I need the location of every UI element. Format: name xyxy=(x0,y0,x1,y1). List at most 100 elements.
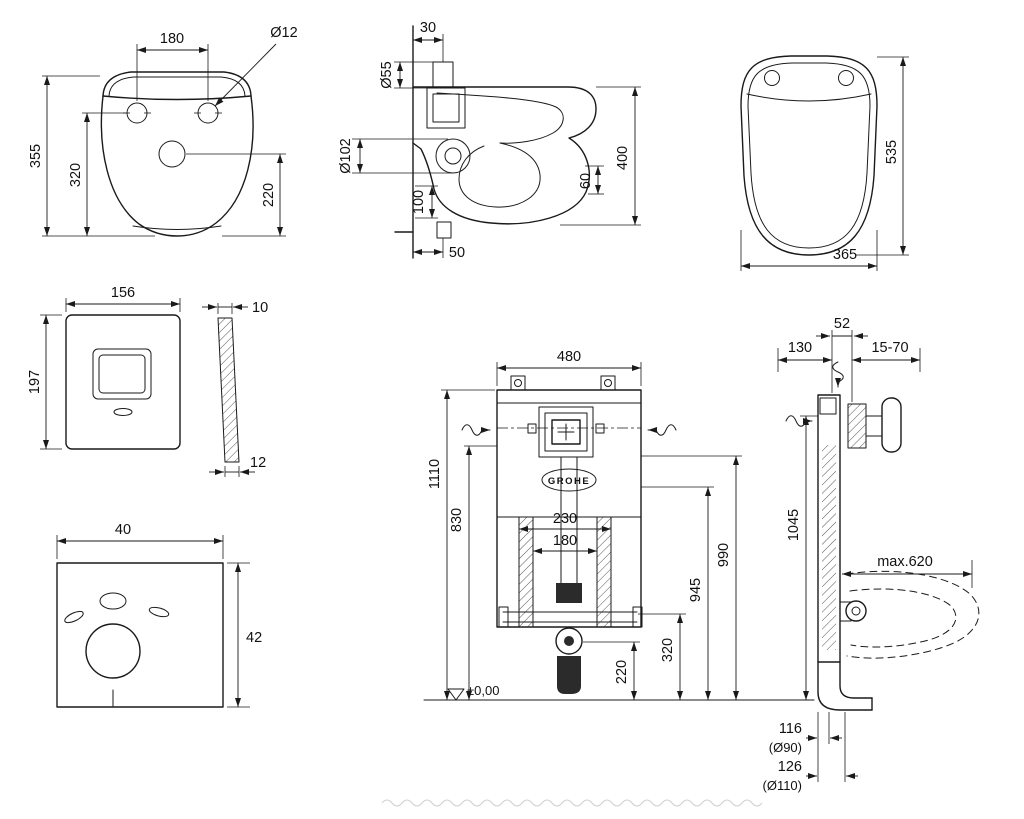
dim-frame-height-1110: 1110 xyxy=(427,389,495,700)
seat-top-view: 535 365 xyxy=(740,55,909,271)
dim-mat-width-40: 40 xyxy=(56,522,224,559)
dim-height-400: 400 xyxy=(560,86,641,226)
dim-label-10: 10 xyxy=(252,300,268,316)
dim-height-1045: 1045 xyxy=(786,415,818,700)
dim-frame-width-480: 480 xyxy=(496,349,642,386)
frame-rail-right xyxy=(596,516,612,628)
drain-trap xyxy=(435,138,471,174)
dim-label-o90: (Ø90) xyxy=(769,740,802,755)
flush-pipe xyxy=(432,61,454,89)
dim-label-o102: Ø102 xyxy=(338,138,354,173)
brand-logo-text: GROHE xyxy=(548,476,590,487)
dim-label-180: 180 xyxy=(160,31,184,47)
frame-outline xyxy=(496,389,642,628)
dim-label-52: 52 xyxy=(834,316,850,332)
dim-label-o55: Ø55 xyxy=(379,61,395,88)
flush-plate-front-view: 156 197 xyxy=(27,285,181,450)
dim-rail-inner-180: 180 xyxy=(533,533,597,554)
dim-label-126: 126 xyxy=(778,759,802,775)
dim-offset-126: 126 (Ø110) xyxy=(763,712,858,793)
dim-label-480: 480 xyxy=(557,349,581,365)
dim-label-945: 945 xyxy=(688,578,704,602)
dim-hole-spacing-180: 180 xyxy=(136,31,209,101)
frame-side-view: 52 130 15-70 1045 max.620 116 xyxy=(763,316,980,793)
dim-height-990: 990 xyxy=(641,455,742,700)
drain-elbow-side xyxy=(817,661,873,711)
dim-thickness-10: 10 xyxy=(202,300,268,316)
dim-label-15-70: 15-70 xyxy=(871,340,908,356)
dim-label-230: 230 xyxy=(553,511,577,527)
plate-outline xyxy=(65,314,181,450)
plate-mount-block xyxy=(847,403,867,449)
dim-label-42: 42 xyxy=(246,630,262,646)
hinge-left xyxy=(764,70,780,86)
dim-height-100: 100 xyxy=(411,185,438,219)
wall-clip-left xyxy=(527,423,537,434)
flush-bend xyxy=(556,583,582,603)
toilet-side-outline xyxy=(412,86,597,225)
dim-width-365: 365 xyxy=(740,230,878,271)
center-hole xyxy=(158,140,186,168)
dim-label-1110: 1110 xyxy=(427,459,443,489)
drain-stub xyxy=(436,221,452,239)
dim-height-320: 320 xyxy=(638,613,686,700)
dim-offset-30: 30 xyxy=(413,20,444,62)
flush-valve xyxy=(551,419,581,445)
outlet-port xyxy=(845,600,867,622)
toilet-dashed-outline xyxy=(845,570,980,659)
hinge-right xyxy=(838,70,854,86)
toilet-side-view: 30 Ø55 Ø102 400 60 100 xyxy=(338,20,641,261)
dim-depth-52: 52 xyxy=(816,316,868,402)
flush-plate-side-profile xyxy=(881,397,902,453)
supply-arrow-icon xyxy=(832,361,844,388)
dim-label-220: 220 xyxy=(261,183,277,207)
bracket-foot-left xyxy=(498,606,509,628)
level-triangle xyxy=(447,688,465,701)
dim-label-355: 355 xyxy=(28,144,44,168)
dim-height-945: 945 xyxy=(641,486,714,700)
dim-height-220: 220 xyxy=(186,153,286,237)
dim-label-60: 60 xyxy=(578,173,594,189)
dim-plate-height-197: 197 xyxy=(27,314,62,450)
dim-height-355: 355 xyxy=(28,75,155,237)
dim-thickness-12: 12 xyxy=(209,455,266,477)
plate-side-profile xyxy=(217,317,240,463)
water-inlet xyxy=(819,397,837,415)
dim-depth-130: 130 xyxy=(777,340,832,372)
dim-label-400: 400 xyxy=(615,146,631,170)
seat-outline xyxy=(740,55,878,256)
dim-offset-116: 116 (Ø90) xyxy=(769,712,842,782)
ground-line: ±0,00 xyxy=(423,683,815,701)
dim-label-50: 50 xyxy=(449,245,465,261)
brand-badge xyxy=(541,468,597,492)
dim-hole-diameter-12: Ø12 xyxy=(214,25,298,107)
dim-label-o110: (Ø110) xyxy=(763,778,803,793)
dim-label-o12: Ø12 xyxy=(270,25,297,41)
level-label: ±0,00 xyxy=(467,683,499,698)
bracket-foot-right xyxy=(632,606,643,628)
dim-label-535: 535 xyxy=(884,140,900,164)
anchor-arrow-right-icon xyxy=(647,424,677,436)
dim-label-990: 990 xyxy=(716,543,732,567)
dim-label-40: 40 xyxy=(115,522,131,538)
anchor-arrow-left-icon xyxy=(461,424,491,436)
dim-cistern-height-830: 830 xyxy=(449,445,497,700)
scan-artifact xyxy=(381,799,763,807)
toilet-front-view: 180 Ø12 355 320 220 xyxy=(28,25,298,237)
dim-length-535: 535 xyxy=(855,56,909,256)
dim-height-220: 220 xyxy=(583,641,640,700)
frame-front-view: GROHE 480 1110 830 230 xyxy=(427,349,742,700)
wall-clip-right xyxy=(595,423,605,434)
mat-flush-cutout xyxy=(99,592,127,610)
dim-label-197: 197 xyxy=(27,370,43,394)
hanger-tab-left xyxy=(510,375,526,391)
dim-max-620: max.620 xyxy=(842,554,973,588)
plate-button xyxy=(92,348,152,400)
dim-label-365: 365 xyxy=(833,247,857,263)
dim-rail-outer-230: 230 xyxy=(519,511,611,532)
dim-label-830: 830 xyxy=(449,508,465,532)
mat-outline xyxy=(56,562,224,708)
dim-label-220-frame: 220 xyxy=(614,660,630,684)
